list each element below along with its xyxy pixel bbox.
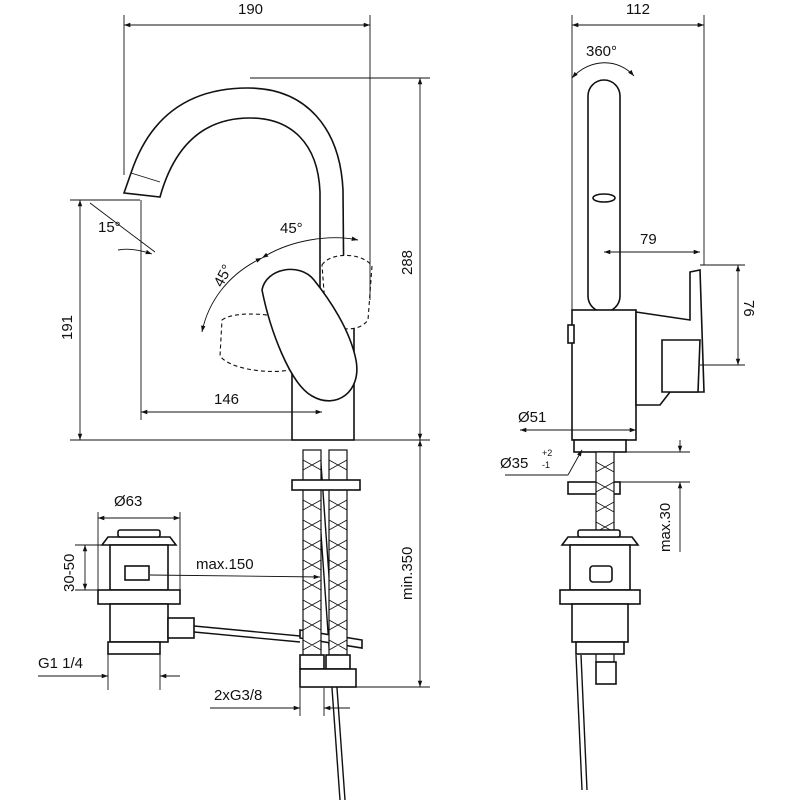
waste-clevis: [167, 617, 195, 639]
front-body: [571, 309, 637, 441]
dim-diameter-63: Ø63: [114, 493, 142, 510]
dim-max-150: max.150: [196, 556, 254, 573]
dim-360: 360°: [586, 43, 617, 60]
dim-diameter-51: Ø51: [518, 409, 546, 426]
dim-angle-45-left: 45°: [211, 262, 237, 290]
dim-angle-15: 15°: [98, 219, 121, 236]
front-fitting: [595, 661, 617, 685]
fitting-nuts: [299, 668, 357, 688]
dim-30-50: 30-50: [61, 554, 78, 592]
dim-angle-45-right: 45°: [280, 220, 303, 237]
dim-79: 79: [640, 231, 657, 248]
dim-thread-2xg38: 2xG3/8: [214, 687, 262, 704]
front-view-faucet: [567, 79, 705, 791]
waste-cap: [100, 536, 178, 546]
mount-bracket: [291, 479, 361, 491]
front-view-waste: [559, 529, 641, 655]
dim-min-350: min.350: [399, 547, 416, 600]
side-view-waste: [97, 529, 301, 655]
dim-112: 112: [626, 1, 650, 18]
dim-146: 146: [214, 391, 239, 408]
dimension-lines: [38, 15, 745, 716]
side-view-hoses: [291, 449, 361, 688]
dim-max-30: max.30: [657, 503, 674, 552]
front-button: [567, 324, 575, 344]
fitting-right: [325, 654, 351, 670]
dim-diameter-35: Ø35: [500, 455, 528, 472]
dimension-labels: 190 112 360° 15° 45° 45° 79 76 288 191 1…: [38, 1, 757, 704]
dim-288: 288: [399, 250, 416, 275]
waste-lower: [109, 603, 169, 643]
waste-plug: [117, 529, 161, 538]
spout-arch: [122, 87, 345, 313]
dim-191: 191: [59, 315, 76, 340]
dim-190: 190: [238, 1, 263, 18]
dim-tol-minus: -1: [542, 460, 550, 470]
waste-window: [124, 565, 150, 581]
aerator-line: [130, 172, 161, 183]
waste-nut: [97, 589, 181, 605]
dim-tol-plus: +2: [542, 448, 552, 458]
dim-thread-g114: G1 1/4: [38, 655, 83, 672]
front-aerator: [592, 193, 616, 203]
waste-tail: [107, 641, 161, 655]
fitting-left: [299, 654, 325, 670]
side-view-faucet: [122, 87, 373, 441]
lever: [261, 268, 358, 402]
dim-76: 76: [740, 300, 757, 317]
front-lever-grip: [661, 339, 701, 393]
